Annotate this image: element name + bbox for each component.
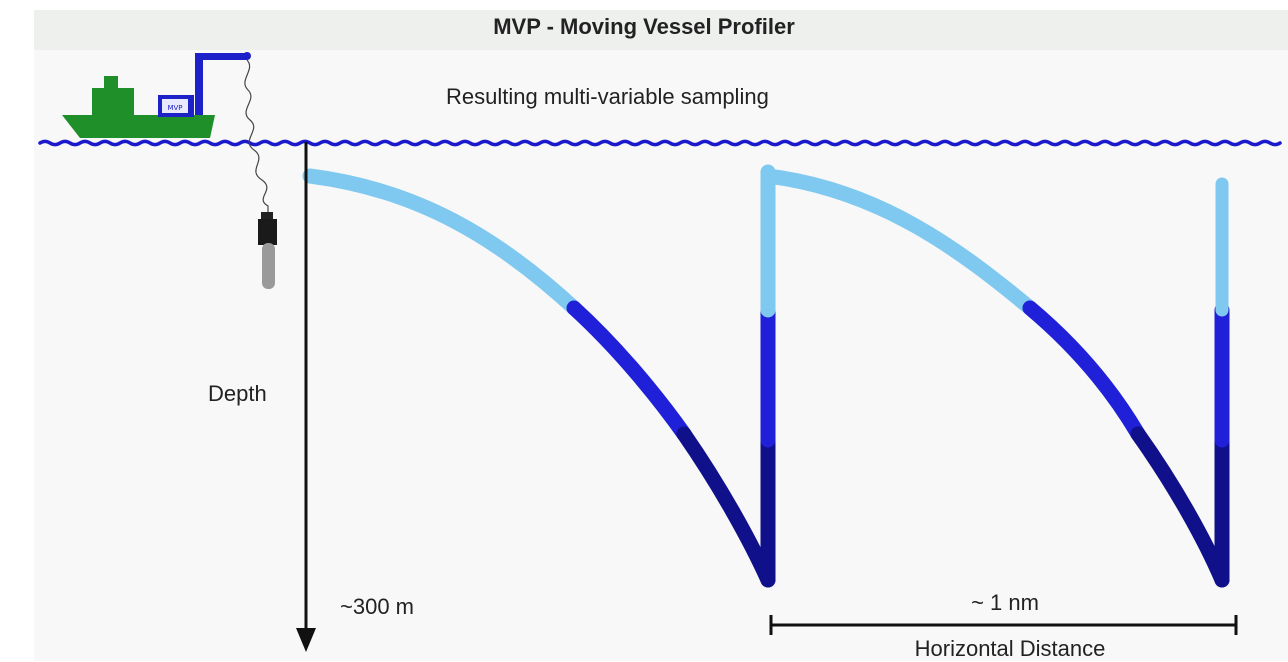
distance-scale-bar [769,615,1238,635]
profile-tracks [302,164,1230,588]
title-band [34,10,1288,50]
profile-2-middle-segment [1022,300,1146,442]
profile-1-middle-segment [566,300,692,442]
ship-icon: MVP [62,76,215,138]
profile-1-upper-segment [302,168,582,316]
max-depth-label: ~300 m [340,594,414,619]
depth-axis [296,142,316,652]
diagram-subtitle: Resulting multi-variable sampling [446,84,769,109]
depth-axis-label: Depth [208,381,267,406]
profile-2-upper-segment [760,168,1038,316]
diagram-panel [34,10,1288,661]
ship-label: MVP [167,104,182,112]
sea-surface-wave [38,139,1282,147]
horizontal-distance-label: Horizontal Distance [914,636,1106,661]
depth-arrowhead [296,628,316,652]
fish-probe-icon [258,212,277,289]
diagram-title: MVP - Moving Vessel Profiler [493,14,795,39]
crane-icon [195,52,251,115]
tow-cable-icon [244,59,269,214]
profile-spacing-label: ~ 1 nm [971,590,1039,615]
